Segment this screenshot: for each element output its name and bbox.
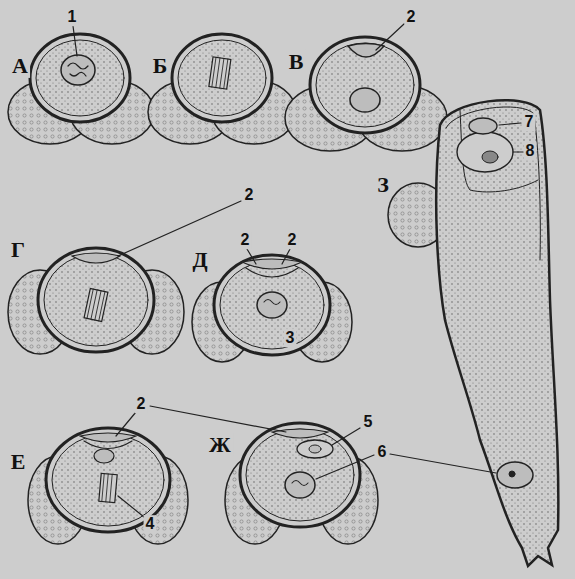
chromatin: [292, 481, 308, 486]
callout-number: 6: [376, 443, 389, 461]
grain-wall: [172, 34, 272, 122]
chromatin: [68, 63, 88, 76]
callout-number: 5: [362, 413, 375, 431]
leader-line: [73, 26, 77, 56]
nucleus: [482, 151, 498, 163]
callout-number: 2: [135, 395, 148, 413]
cytoplasm: [316, 43, 414, 127]
callout-number: 3: [284, 329, 297, 347]
leader-line: [499, 123, 521, 125]
panel-letter: Е: [9, 450, 28, 474]
germinating-pollen: [388, 100, 558, 566]
prothallial-cell: [242, 259, 302, 269]
prothallial-cell: [80, 433, 136, 442]
prothallial-cell: [72, 253, 120, 263]
panel-letter: В: [287, 50, 306, 74]
panel-letter: З: [375, 173, 391, 197]
pollen-grain: [192, 255, 352, 362]
callout-number: 2: [286, 231, 299, 249]
cytoplasm: [246, 429, 354, 521]
cytoplasm: [178, 40, 266, 116]
pollen-grain: [8, 248, 184, 354]
leader-line: [316, 455, 374, 479]
callout-number: 2: [239, 231, 252, 249]
nucleus: [350, 88, 380, 112]
leader-line: [118, 496, 144, 517]
grain-wall: [240, 423, 360, 527]
leader-line: [390, 454, 496, 473]
prothallial-cell: [84, 441, 132, 449]
spindle: [84, 288, 108, 321]
pollen-grain: [28, 428, 188, 544]
leader-line: [150, 406, 286, 432]
leader-line: [513, 151, 523, 152]
tube-nucleus: [497, 462, 533, 488]
pollen-tube: [436, 100, 558, 566]
callout-number: 2: [405, 8, 418, 26]
callout-number: 4: [144, 515, 157, 533]
grain-wall: [310, 37, 420, 133]
pollen-grain: [148, 34, 296, 144]
prothallial-cell: [348, 44, 384, 58]
panel-letter: Ж: [207, 433, 233, 457]
callout-number: 8: [524, 142, 537, 160]
generative-cell: [457, 132, 513, 172]
generative-cell: [297, 440, 333, 458]
cytoplasm: [36, 40, 124, 116]
panel-letter: Д: [190, 248, 209, 272]
grain-wall: [30, 34, 130, 122]
callout-number: 2: [243, 186, 256, 204]
callout-number: 1: [66, 8, 79, 26]
panel-letter: Г: [9, 238, 27, 262]
prothallial-cell: [469, 118, 497, 134]
leader-line: [116, 412, 136, 436]
cytoplasm: [52, 434, 164, 526]
pollen-grain: [225, 423, 378, 544]
grain-wall: [214, 255, 330, 355]
nucleus: [61, 55, 95, 85]
leader-line: [332, 428, 360, 445]
spindle: [209, 57, 231, 89]
leader-line: [282, 249, 290, 264]
intine: [446, 107, 540, 260]
pollen-grain: [8, 34, 154, 144]
cytoplasm: [44, 254, 148, 346]
prothallial-cell: [246, 268, 298, 277]
panel-letter: А: [10, 54, 30, 78]
leader-lines: [73, 24, 523, 517]
nucleus: [309, 445, 321, 453]
leader-line: [247, 249, 256, 264]
antheridial-cell: [94, 449, 114, 463]
leader-line: [118, 201, 241, 256]
tube-nucleus: [285, 472, 315, 498]
spindle: [99, 473, 117, 502]
leader-line: [376, 24, 404, 50]
panel-letter: Б: [151, 54, 170, 78]
chromatin: [264, 300, 280, 305]
grain-wall: [38, 248, 154, 352]
nucleolus: [509, 471, 515, 477]
cytoplasm: [220, 261, 324, 349]
pollen-grain: [285, 37, 447, 151]
callout-number: 7: [523, 113, 536, 131]
nucleus: [257, 292, 287, 318]
grain-wall: [46, 428, 170, 532]
